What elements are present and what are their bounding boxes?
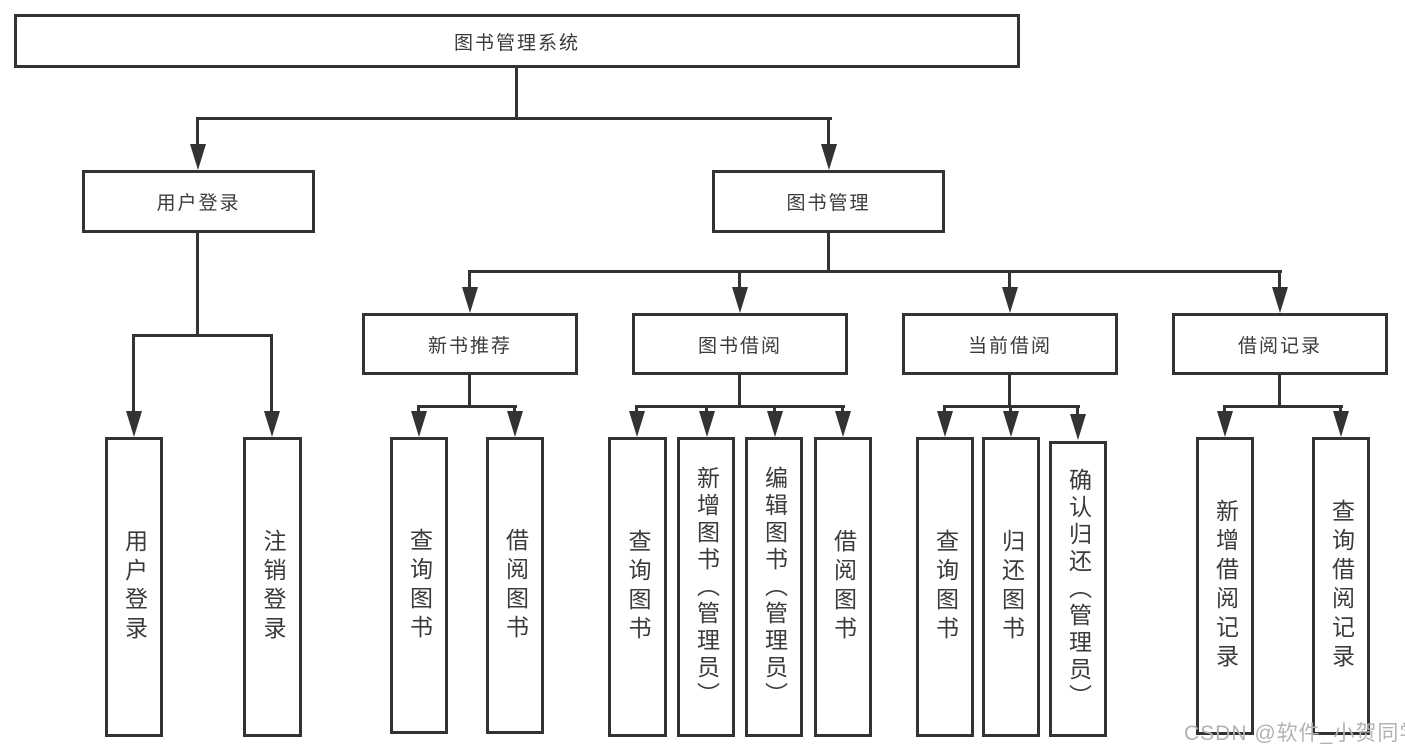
connector-leaf-stub: [417, 405, 420, 415]
connector-leaf-stub: [1223, 405, 1226, 415]
arrowhead-down-icon: [767, 411, 783, 437]
csdn-watermark: CSDN @软件_小贺同学: [1184, 722, 1405, 745]
leaf-current-return: 归还图书: [982, 437, 1040, 737]
connector-borrow-records-branch: [1223, 405, 1343, 408]
leaf-label: 注销登录: [260, 529, 286, 645]
arrowhead-down-icon: [507, 411, 523, 437]
arrowhead-down-icon: [821, 144, 837, 170]
arrowhead-down-icon: [126, 411, 142, 437]
connector-leaf-stub: [132, 334, 135, 413]
leaf-label: 新增图书（管理员）: [693, 465, 720, 709]
connector-leaf-stub: [635, 405, 638, 415]
connector-leaf-stub: [1076, 405, 1079, 415]
leaf-label: 新增借阅记录: [1212, 499, 1239, 673]
leaf-records-add: 新增借阅记录: [1196, 437, 1254, 735]
node-root-label: 图书管理系统: [453, 32, 580, 54]
connector-leaf-stub: [773, 405, 776, 415]
connector-book-borrow-stem: [738, 375, 741, 408]
arrowhead-down-icon: [1217, 411, 1233, 437]
connector-book-borrow-branch: [635, 405, 845, 408]
arrowhead-down-icon: [1272, 287, 1288, 313]
node-current-borrow: 当前借阅: [902, 313, 1118, 375]
arrowhead-down-icon: [1003, 411, 1019, 437]
leaf-label: 用户登录: [121, 529, 148, 645]
leaf-label: 查询图书: [406, 527, 433, 644]
node-borrow-records-label: 借阅记录: [1237, 335, 1322, 357]
node-book-management-label: 图书管理: [786, 193, 871, 214]
leaf-label: 编辑图书（管理员）: [761, 465, 788, 709]
node-user-login: 用户登录: [82, 170, 315, 233]
arrowhead-down-icon: [1002, 287, 1018, 313]
node-book-borrow: 图书借阅: [632, 313, 848, 375]
connector-book-mgmt-stub: [827, 117, 830, 147]
arrowhead-down-icon: [1070, 414, 1086, 440]
connector-user-login-stub: [196, 117, 199, 147]
leaf-records-query: 查询借阅记录: [1312, 437, 1370, 735]
leaf-borrow-borrow: 借阅图书: [814, 437, 872, 737]
connector-leaf-stub: [943, 405, 946, 415]
node-new-books-label: 新书推荐: [427, 335, 512, 357]
connector-leaf-stub: [705, 405, 708, 415]
node-root: 图书管理系统: [14, 14, 1020, 68]
connector-leaf-stub: [841, 405, 844, 415]
connector-section-stub: [1278, 270, 1281, 290]
connector-book-mgmt-branch: [468, 270, 1282, 273]
leaf-user-login: 用户登录: [105, 437, 163, 737]
leaf-borrow-add: 新增图书（管理员）: [677, 437, 735, 737]
node-user-login-label: 用户登录: [156, 193, 241, 214]
leaf-new-books-query: 查询图书: [390, 437, 448, 734]
leaf-label: 借阅图书: [830, 529, 857, 645]
connector-section-stub: [1008, 270, 1011, 290]
node-borrow-records: 借阅记录: [1172, 313, 1388, 375]
node-new-books: 新书推荐: [362, 313, 578, 375]
connector-root-branch: [197, 117, 832, 120]
node-book-borrow-label: 图书借阅: [697, 335, 782, 357]
arrowhead-down-icon: [190, 144, 206, 170]
arrowhead-down-icon: [835, 411, 851, 437]
arrowhead-down-icon: [411, 411, 427, 437]
connector-current-borrow-stem: [1008, 375, 1011, 408]
connector-leaf-stub: [513, 405, 516, 415]
leaf-label: 借阅图书: [502, 527, 529, 644]
arrowhead-down-icon: [699, 411, 715, 437]
leaf-borrow-query: 查询图书: [608, 437, 667, 737]
leaf-logout-login: 注销登录: [243, 437, 302, 737]
leaf-current-confirm-return: 确认归还（管理员）: [1049, 441, 1107, 737]
leaf-new-books-borrow: 借阅图书: [486, 437, 544, 734]
leaf-label: 查询图书: [932, 529, 959, 645]
leaf-borrow-edit: 编辑图书（管理员）: [745, 437, 803, 737]
connector-section-stub: [738, 270, 741, 290]
connector-user-login-stem: [196, 233, 199, 335]
connector-section-stub: [468, 270, 471, 290]
arrowhead-down-icon: [1333, 411, 1349, 437]
leaf-label: 归还图书: [998, 529, 1025, 645]
arrowhead-down-icon: [264, 411, 280, 437]
leaf-label: 查询图书: [625, 529, 651, 645]
connector-leaf-stub: [1339, 405, 1342, 415]
connector-new-books-branch: [417, 405, 517, 408]
leaf-label: 查询借阅记录: [1328, 499, 1355, 673]
arrowhead-down-icon: [732, 287, 748, 313]
arrowhead-down-icon: [462, 287, 478, 313]
node-book-management: 图书管理: [712, 170, 945, 233]
connector-new-books-stem: [468, 375, 471, 408]
connector-book-mgmt-stem: [827, 233, 830, 273]
leaf-current-query: 查询图书: [916, 437, 974, 737]
connector-root-stem: [515, 66, 518, 118]
arrowhead-down-icon: [937, 411, 953, 437]
arrowhead-down-icon: [629, 411, 645, 437]
connector-leaf-stub: [270, 334, 273, 413]
connector-borrow-records-stem: [1278, 375, 1281, 408]
leaf-label: 确认归还（管理员）: [1065, 467, 1092, 711]
node-current-borrow-label: 当前借阅: [967, 335, 1052, 357]
connector-leaf-stub: [1009, 405, 1012, 415]
connector-user-login-branch: [132, 334, 273, 337]
